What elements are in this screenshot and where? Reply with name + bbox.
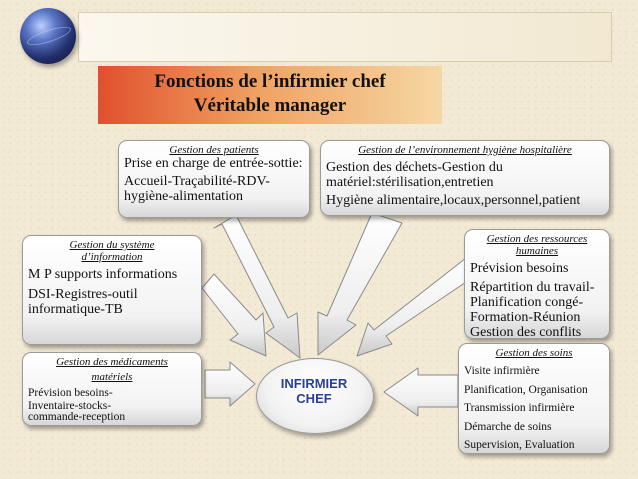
- center-label-line-1: INFIRMIER: [280, 376, 348, 391]
- box-soins-line-2: Planification, Organisation: [464, 383, 588, 396]
- box-ressources-line-2: Répartition du travail-: [470, 280, 595, 295]
- box-medicaments-head-2: matériels: [91, 371, 133, 383]
- box-patients-line-3: hygiène-alimentation: [124, 189, 243, 204]
- arrow-from-medicaments: [204, 361, 256, 407]
- box-systeme-head-1: Gestion du système: [69, 239, 155, 251]
- box-patients-line-2: Accueil-Traçabilité-RDV-: [124, 174, 270, 189]
- arrow-from-systeme: [201, 273, 267, 357]
- arrow-from-soins: [383, 367, 459, 417]
- box-soins-line-5: Supervision, Evaluation: [464, 439, 575, 451]
- arrow-from-patients: [213, 214, 301, 359]
- arrow-from-ressources: [356, 257, 479, 357]
- box-soins-line-1: Visite infirmière: [464, 365, 540, 377]
- title-line-2: Véritable manager: [193, 95, 347, 116]
- center-label-line-2: CHEF: [296, 391, 332, 406]
- box-environnement-line-1: Gestion des déchets-Gestion du: [326, 160, 503, 175]
- box-medicaments: Gestion des médicaments matériels Prévis…: [22, 352, 202, 426]
- box-patients-line-1: Prise en charge de entrée-sottie:: [124, 156, 303, 171]
- box-ressources-line-5: Gestion des conflits: [470, 325, 582, 340]
- box-systeme-line-3: informatique-TB: [28, 302, 123, 317]
- box-systeme: Gestion du système d’information M P sup…: [22, 235, 202, 345]
- box-ressources: Gestion des ressources humaines Prévisio…: [464, 229, 610, 340]
- box-systeme-line-1: M P supports informations: [28, 267, 178, 282]
- box-soins-line-3: Transmission infirmière: [464, 402, 575, 414]
- box-environnement-head: Gestion de l’environnement hygiène hospi…: [358, 144, 572, 156]
- box-patients-head: Gestion des patients: [169, 144, 259, 156]
- box-soins-line-4: Démarche de soins: [464, 420, 552, 433]
- box-ressources-head-2: humaines: [515, 245, 559, 257]
- box-ressources-line-3: Planification congé-: [470, 295, 584, 310]
- box-soins: Gestion des soins Visite infirmière Plan…: [458, 343, 610, 454]
- box-medicaments-line-3: commande-reception: [28, 410, 126, 423]
- box-environnement-line-3: Hygiène alimentaire,locaux,personnel,pat…: [326, 193, 581, 208]
- box-ressources-head-1: Gestion des ressources: [486, 233, 588, 245]
- box-patients: Gestion des patients Prise en charge de …: [118, 140, 310, 218]
- title-banner: Fonctions de l’infirmier chef Véritable …: [98, 66, 442, 124]
- box-environnement: Gestion de l’environnement hygiène hospi…: [320, 140, 610, 216]
- box-systeme-head-2: d’information: [81, 251, 143, 263]
- title-line-1: Fonctions de l’infirmier chef: [154, 71, 386, 92]
- box-medicaments-line-1: Prévision besoins-: [28, 387, 113, 399]
- box-systeme-line-2: DSI-Registres-outil: [28, 287, 138, 302]
- center-label: INFIRMIER CHEF: [256, 376, 372, 406]
- arrow-from-environnement: [317, 212, 403, 356]
- box-soins-head: Gestion des soins: [495, 347, 573, 359]
- box-environnement-line-2: matériel:stérilisation,entretien: [326, 175, 494, 190]
- header-strip: [78, 12, 612, 62]
- globe-icon: [20, 8, 76, 64]
- box-medicaments-head-1: Gestion des médicaments: [56, 356, 168, 368]
- center-ellipse: [256, 358, 374, 434]
- box-ressources-line-4: Formation-Réunion: [470, 310, 581, 325]
- box-ressources-line-1: Prévision besoins: [470, 261, 569, 276]
- box-medicaments-line-2: Inventaire-stocks-: [28, 399, 112, 412]
